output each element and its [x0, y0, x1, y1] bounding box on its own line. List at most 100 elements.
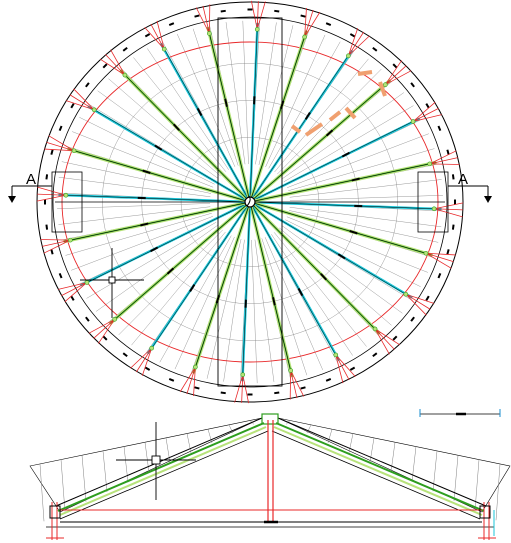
support-leg [195, 7, 210, 34]
right-hatch-outline [277, 417, 511, 513]
rib-mark [166, 267, 175, 275]
support-node [302, 34, 307, 40]
hatch-line [118, 229, 223, 336]
support-node [84, 280, 90, 285]
ring-bolt-mark [122, 352, 128, 358]
ring-bolt-mark [300, 386, 306, 390]
hatch-line [265, 34, 326, 168]
ring-bolt-mark [451, 174, 455, 180]
section-hatch-line [123, 446, 129, 483]
support-leg [434, 208, 463, 211]
hatch-line [58, 206, 211, 225]
rib-outline [249, 201, 293, 378]
left-end-frame [51, 171, 83, 233]
support-leg [46, 142, 75, 152]
rib-mark [189, 284, 196, 292]
section-arrow-icon [8, 196, 16, 203]
right-support [478, 502, 496, 540]
rib-mark [272, 297, 276, 306]
rib-mark [224, 98, 228, 107]
rib-outline [67, 148, 251, 203]
support-leg [425, 252, 456, 256]
rib-mark [140, 222, 149, 227]
section-hatch-line [390, 442, 396, 472]
support-leg [43, 239, 71, 254]
rib-mark [142, 169, 151, 174]
ring-bolt-mark [325, 22, 332, 27]
support-leg [374, 328, 390, 355]
rib-mark [173, 123, 180, 131]
ring-bolt-mark [446, 249, 450, 255]
section-hatch-line [228, 424, 234, 434]
support-leg [429, 163, 460, 165]
support-leg [256, 1, 266, 30]
support-leg [256, 1, 259, 30]
hatch-line [286, 133, 429, 188]
section-hatch-line [432, 450, 438, 492]
hatch-line [177, 33, 236, 167]
hatch-line [274, 58, 369, 173]
support-leg [73, 88, 95, 111]
support-node [122, 72, 128, 78]
ring-bolt-mark [144, 366, 151, 371]
crown-block [261, 413, 279, 425]
hatch-line [225, 22, 246, 165]
hatch-line [271, 234, 353, 356]
support-leg [64, 282, 88, 303]
support-leg [290, 370, 298, 399]
support-node [423, 250, 429, 256]
ring-bolt-mark [220, 391, 226, 395]
section-hatch-line [369, 437, 375, 463]
ring-bolt-mark [58, 272, 63, 279]
rib-outline [207, 26, 251, 203]
rib-outline [249, 201, 433, 256]
right-rafter [271, 417, 487, 520]
support-leg [105, 54, 126, 76]
support-leg [348, 35, 370, 57]
support-leg [347, 31, 364, 57]
rib-outline [249, 201, 380, 334]
hatch-line [255, 22, 277, 165]
support-leg [242, 374, 250, 404]
support-leg [412, 101, 436, 122]
crosshair-cursor-icon[interactable] [116, 422, 196, 500]
ring-bolt-mark [194, 14, 200, 18]
section-hatch-line [453, 455, 459, 501]
support-leg [304, 7, 307, 37]
hatch-line [192, 28, 239, 166]
section-label-left: A [26, 171, 36, 188]
ring-bolt-mark [58, 125, 63, 132]
support-leg [98, 319, 116, 344]
hatch-line [97, 90, 219, 179]
ring-bolt-mark [168, 377, 175, 382]
ring-bolt-mark [349, 366, 356, 371]
section-hatch-line [39, 463, 45, 522]
support-leg [425, 252, 454, 262]
rib-mark [304, 112, 311, 120]
support-node [193, 364, 198, 370]
hatch-line [223, 239, 245, 382]
ring-bolt-mark [85, 82, 90, 88]
support-leg [37, 193, 66, 196]
support-node [161, 46, 167, 52]
rib-outline [249, 201, 412, 298]
ring-bolt-mark [50, 149, 54, 155]
hatch-line [285, 219, 421, 287]
ring-bolt-mark [392, 335, 398, 341]
crosshair-cursor-icon[interactable] [80, 248, 144, 318]
support-leg [130, 347, 152, 369]
support-leg [141, 348, 153, 376]
hatch-line [289, 207, 442, 228]
hatch-line [206, 238, 242, 379]
support-node [431, 206, 437, 212]
hatch-line [79, 117, 215, 185]
section-marker-right: A [448, 171, 492, 203]
support-node [254, 27, 260, 32]
ring-bolt-mark [274, 9, 280, 13]
support-leg [304, 9, 314, 38]
support-leg [42, 239, 71, 247]
support-leg [290, 370, 305, 397]
support-node [288, 368, 293, 373]
support-node [372, 326, 378, 332]
